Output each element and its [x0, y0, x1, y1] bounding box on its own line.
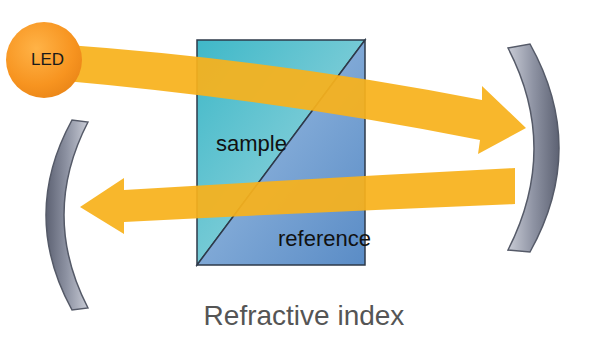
- right-mirror: [508, 44, 559, 252]
- caption-row: Refractive index: [0, 300, 608, 332]
- caption: Refractive index: [204, 300, 405, 331]
- region-label: sample: [216, 131, 287, 157]
- source-label: LED: [31, 50, 64, 70]
- left-mirror: [46, 120, 88, 310]
- region-label: reference: [278, 226, 371, 252]
- led-source: LED: [6, 22, 82, 98]
